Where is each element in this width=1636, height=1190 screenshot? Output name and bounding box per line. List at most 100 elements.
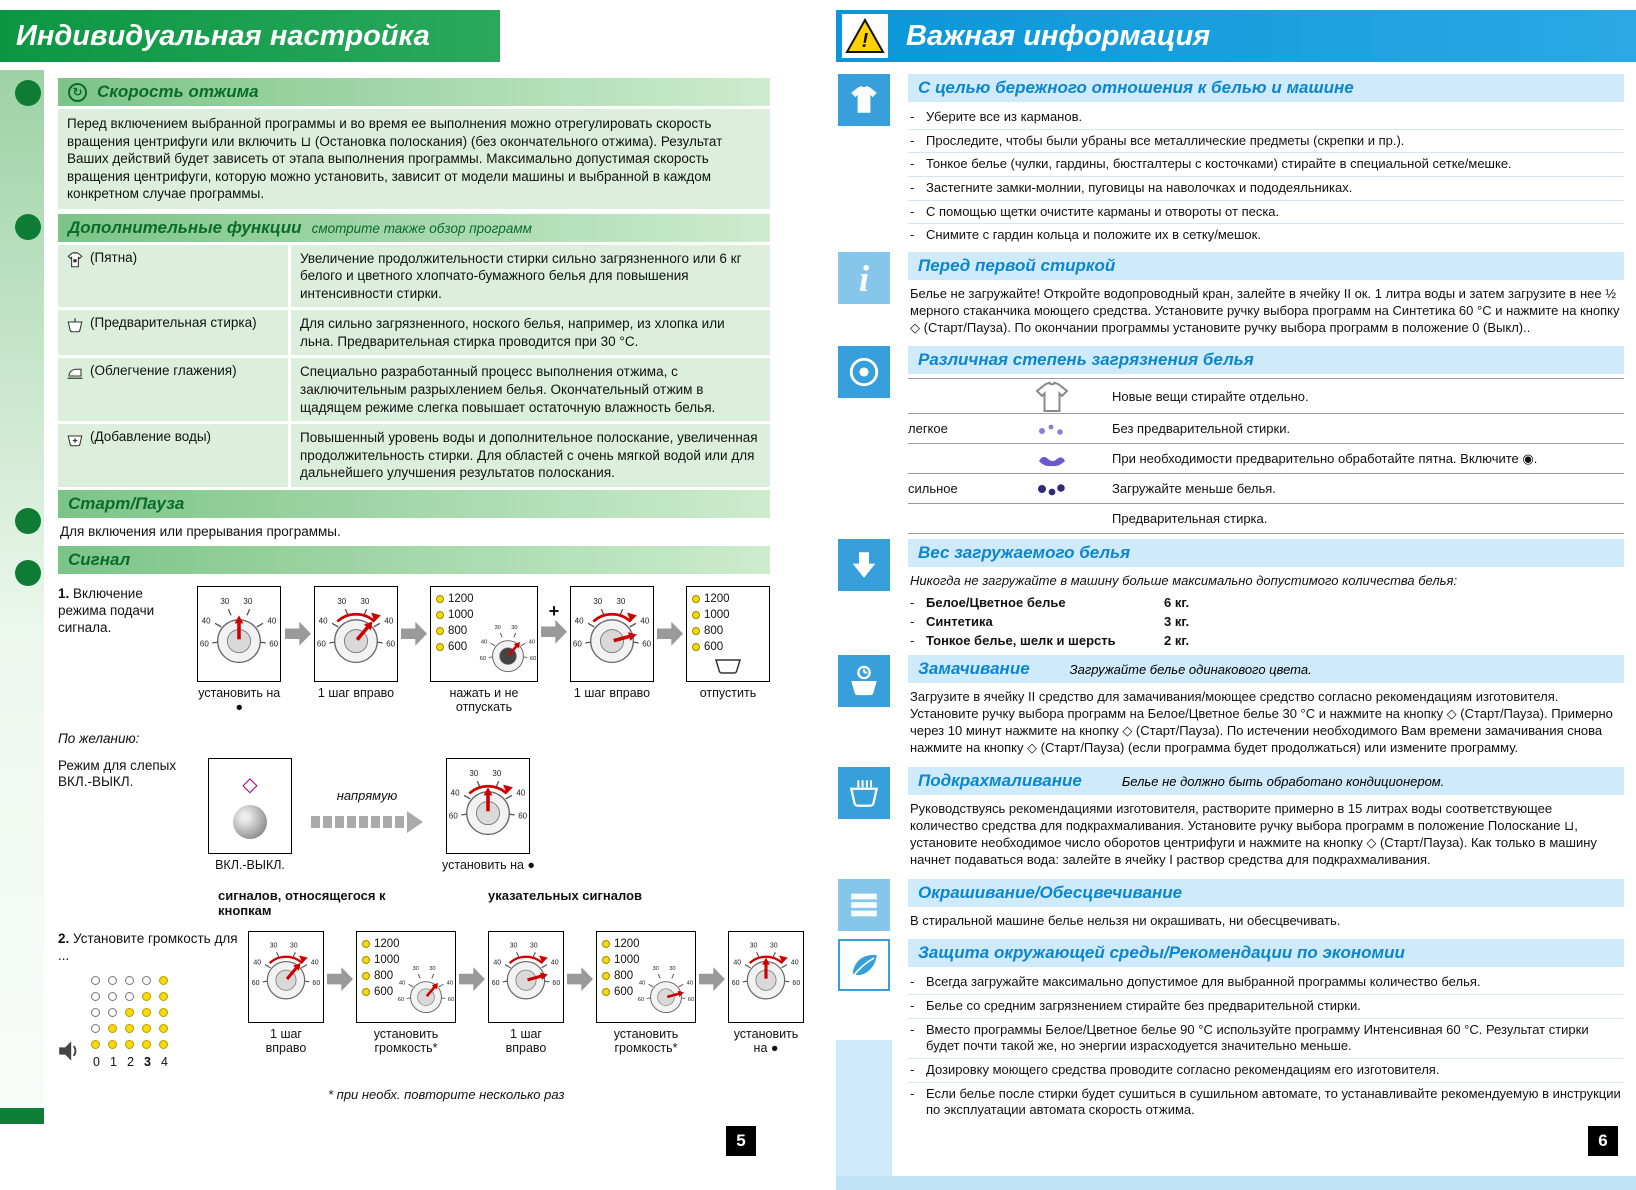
svg-text:30: 30 — [412, 966, 418, 972]
program-dial: 30 30 40 40 60 60 — [731, 935, 801, 1013]
section-first-wash: i Перед первой стиркой Белье не загружай… — [838, 251, 1624, 342]
washer-drum-icon — [849, 358, 879, 387]
frame-caption: установить громкость* — [373, 1027, 439, 1056]
warning-icon: ! — [845, 17, 885, 53]
table-row: (Добавление воды) Повышенный уровень вод… — [58, 424, 770, 487]
svg-text:40: 40 — [639, 980, 645, 986]
led-indicator — [362, 972, 370, 981]
frame-caption: ВКЛ.-ВЫКЛ. — [215, 857, 285, 872]
spin-icon: ↻ — [68, 82, 87, 102]
footer-strip — [836, 1176, 1636, 1190]
prewash-icon — [67, 318, 83, 333]
section-note: Загружайте белье одинакового цвета. — [1069, 662, 1312, 678]
svg-text:30: 30 — [270, 943, 278, 950]
svg-text:40: 40 — [481, 639, 487, 645]
svg-text:30: 30 — [337, 597, 346, 606]
section-note: Белье не должно быть обработано кондицио… — [1121, 773, 1445, 789]
heavy-stains-icon — [1038, 484, 1065, 496]
svg-text:40: 40 — [493, 960, 501, 967]
section-heading: Защита окружающей среды/Рекомендации по … — [918, 943, 1405, 963]
arrow-right-icon — [699, 967, 725, 992]
svg-text:60: 60 — [398, 997, 404, 1003]
sidebar-strip-cap — [0, 1108, 44, 1124]
list-item: -Вместо программы Белое/Цветное белье 90… — [908, 1019, 1624, 1059]
frame-caption: установить на ● — [733, 1027, 799, 1056]
table-row: легкое Без предварительной стирки. — [908, 414, 1624, 445]
svg-text:40: 40 — [253, 960, 261, 967]
section-dye: Окрашивание/Обесцвечивание В стиральной … — [838, 878, 1624, 935]
svg-text:40: 40 — [447, 980, 453, 986]
program-dial: 30 30 40 40 60 60 — [316, 590, 396, 678]
table-row: Новые вещи стирайте отдельно. — [908, 378, 1624, 415]
section-heading: Замачивание — [918, 659, 1030, 679]
column-header-buttons: сигналов, относящегося к кнопкам — [218, 887, 386, 919]
list-item: -Дозировку моющего средства проводите со… — [908, 1059, 1624, 1083]
page-number: 6 — [1588, 1126, 1618, 1156]
spin-speed-body: Перед включением выбранной программы и в… — [58, 109, 770, 209]
svg-text:30: 30 — [244, 597, 253, 606]
section-heading: Окрашивание/Обесцвечивание — [918, 882, 1183, 902]
frame-caption: нажать и не отпускать — [449, 685, 519, 715]
svg-text:40: 40 — [384, 616, 393, 625]
optional-label: По желанию: — [58, 730, 140, 746]
step-number: 1. — [58, 585, 70, 601]
section-header-start-pause: Старт/Пауза — [58, 489, 770, 518]
section-heading: Перед первой стиркой — [918, 255, 1116, 275]
svg-text:40: 40 — [551, 960, 559, 967]
signal-step-1: 1. Включение режима подачи сигнала. 30 3… — [58, 585, 770, 715]
svg-text:40: 40 — [517, 788, 526, 797]
led-indicator — [692, 626, 700, 635]
section-header-extra-functions: Дополнительные функции смотрите также об… — [58, 213, 770, 242]
program-dial: 30 30 40 40 60 60 — [638, 966, 694, 1014]
section-bullet — [15, 214, 41, 240]
svg-text:40: 40 — [733, 960, 741, 967]
column-header-indicators: указательных сигналов — [488, 887, 643, 903]
dial-frame: 30 30 40 40 60 60 — [570, 585, 654, 682]
dye-icon — [851, 893, 877, 916]
step-label: Установите громкость для ... — [58, 931, 238, 963]
list-item: -Тонкое белье (чулки, гардины, бюстгалте… — [908, 153, 1624, 177]
svg-text:60: 60 — [269, 639, 278, 648]
dial-frame: 30 30 40 40 60 60 — [314, 585, 398, 682]
program-dial: 30 30 40 40 60 60 — [448, 762, 528, 850]
row-label: (Добавление воды) — [58, 424, 288, 487]
signal-step-2: 2. Установите громкость для ... 0 1 2 — [58, 931, 804, 1077]
svg-text:40: 40 — [202, 616, 211, 625]
page-title-text: Важная информация — [906, 19, 1211, 52]
svg-text:30: 30 — [770, 943, 778, 950]
easy-iron-icon — [67, 369, 83, 380]
program-dial: 30 30 40 40 60 60 — [398, 966, 454, 1014]
stain-icon — [67, 251, 83, 268]
svg-text:40: 40 — [640, 616, 649, 625]
load-arrow-icon — [852, 552, 876, 579]
list-item: -Белье со средним загрязнением стирайте … — [908, 995, 1624, 1019]
frame-caption: 1 шаг вправо — [573, 685, 651, 700]
program-dial: 30 30 40 40 60 60 — [573, 597, 652, 663]
table-row: Предварительная стирка. — [908, 504, 1624, 535]
section-eco: Защита окружающей среды/Рекомендации по … — [838, 939, 1624, 1121]
svg-text:40: 40 — [399, 980, 405, 986]
led-frame: 1200 1000 800 600 — [686, 585, 770, 682]
led-panel: 1200 1000 800 600 — [692, 593, 730, 653]
led-indicator — [436, 626, 444, 635]
row-label: (Предварительная стирка) — [58, 310, 288, 355]
svg-text:30: 30 — [530, 943, 538, 950]
step-label: Включение режима подачи сигнала. — [58, 585, 155, 635]
led-indicator — [362, 988, 370, 997]
button-frame: ◇ — [208, 757, 292, 854]
svg-text:i: i — [859, 258, 870, 298]
section-soak: Замачивание Загружайте белье одинакового … — [838, 655, 1624, 762]
led-dial-frame: 1200 1000 800 600 30 30 40 40 60 60 — [356, 931, 456, 1024]
led-dial-frame: 1200 1000 800 600 30 30 40 40 60 60 — [430, 585, 538, 682]
svg-text:30: 30 — [221, 597, 230, 606]
starch-body: Руководствуясь рекомендациями изготовите… — [910, 800, 1597, 867]
soiling-table: Новые вещи стирайте отдельно. легкое Без… — [908, 378, 1624, 535]
list-item: -С помощью щетки очистите карманы и отво… — [908, 201, 1624, 225]
led-panel: 1200 1000 800 600 — [436, 593, 474, 653]
list-item: -Уберите все из карманов. — [908, 106, 1624, 130]
svg-text:60: 60 — [480, 656, 486, 662]
led-indicator — [602, 940, 610, 949]
svg-text:40: 40 — [311, 960, 319, 967]
svg-text:30: 30 — [494, 625, 500, 631]
